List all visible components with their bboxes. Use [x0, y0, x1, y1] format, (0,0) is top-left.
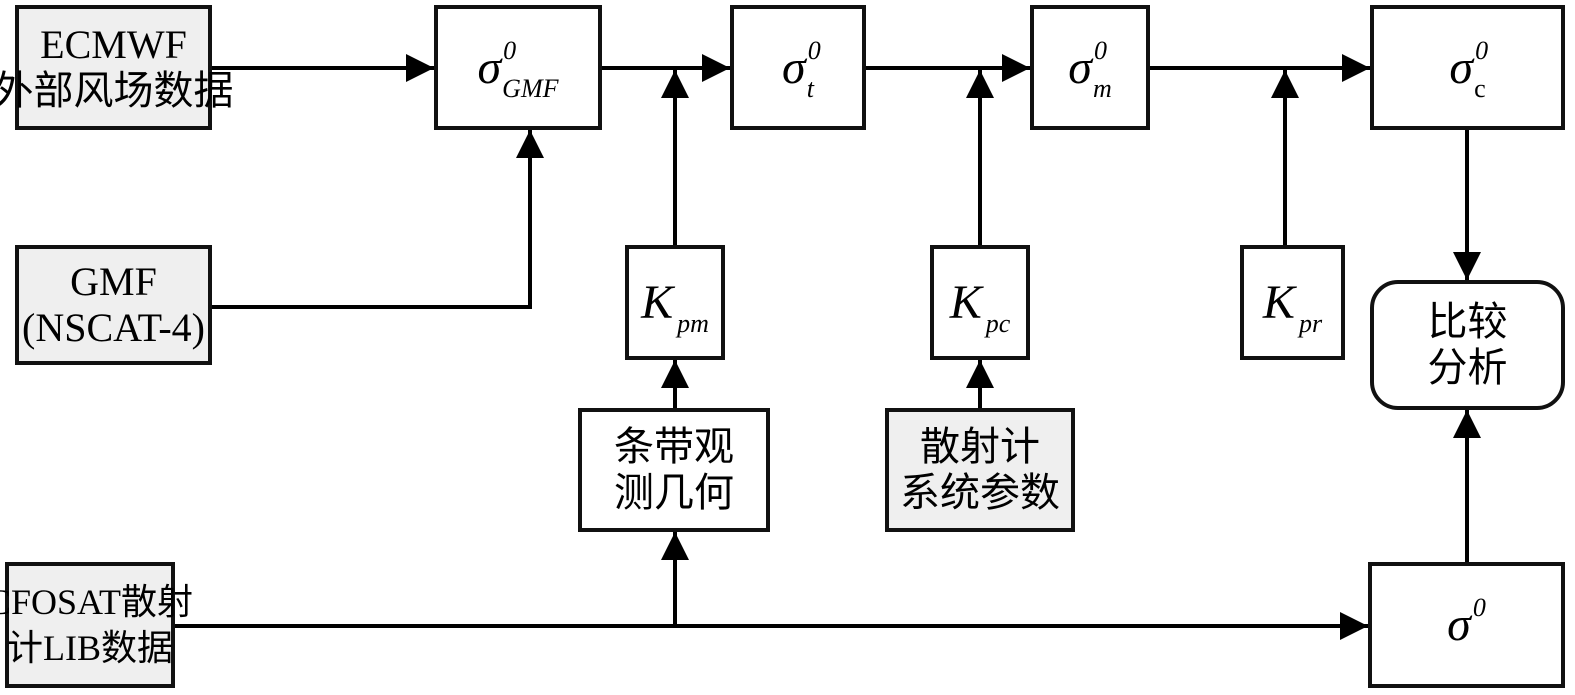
sigma-gmf-symbol: σ: [477, 40, 502, 94]
sigma-gmf-label: σ0GMF: [477, 37, 559, 101]
edge-gmf-to-sigma-gmf: [212, 130, 544, 309]
sigma-m-sup: 0: [1093, 35, 1107, 65]
cfosat-line-1: CFOSAT散射: [0, 582, 194, 622]
sigma-m-box: σ0 m: [1030, 5, 1150, 130]
k-pm-sub: pm: [677, 308, 709, 338]
swath-geometry-box: 条带观 测几何: [578, 408, 770, 532]
gmf-line-1: GMF: [70, 259, 157, 304]
sigma-t-label: σ0 t: [782, 37, 821, 101]
compare-line-1: 比较: [1427, 299, 1508, 344]
sigma-gmf-sub: GMF: [502, 73, 559, 103]
k-pc-symbol: K: [949, 275, 982, 329]
sigma-m-sub: m: [1092, 73, 1112, 103]
k-pc-sub: pc: [985, 308, 1011, 338]
sigma-0-sup: 0: [1472, 593, 1486, 622]
k-pm-symbol: K: [641, 275, 674, 329]
geometry-line-2: 测几何: [614, 470, 734, 515]
sigma-0-label: σ0: [1447, 595, 1486, 651]
sigma-gmf-box: σ0GMF: [434, 5, 602, 130]
params-line-1: 散射计: [920, 424, 1040, 469]
k-pr-sub: pr: [1298, 308, 1323, 338]
sigma-c-sub: c: [1474, 73, 1486, 103]
sigma-t-sup: 0: [807, 35, 821, 65]
ecmwf-line-2: 外部风场数据: [0, 67, 234, 113]
sigma-m-label: σ0 m: [1068, 37, 1111, 101]
sigma-t-symbol: σ: [782, 40, 806, 94]
sigma-gmf-sup: 0: [503, 35, 517, 65]
gmf-line-2: (NSCAT-4): [22, 305, 205, 350]
compare-line-2: 分析: [1427, 345, 1508, 390]
sigma-c-sup: 0: [1475, 35, 1489, 65]
cfosat-line-2: 计LIB数据: [7, 628, 173, 668]
gmf-model-box: GMF (NSCAT-4): [15, 245, 212, 365]
sigma-c-label: σ0 c: [1449, 37, 1488, 101]
sigma-0-symbol: σ: [1447, 598, 1471, 651]
k-pr-symbol: K: [1262, 275, 1295, 329]
sigma-0-box: σ0: [1368, 562, 1565, 688]
ecmwf-wind-data-box: ECMWF 外部风场数据: [0, 5, 234, 130]
cfosat-lib-data-box: CFOSAT散射 计LIB数据: [0, 562, 193, 688]
compare-analysis-box: 比较 分析: [1370, 280, 1565, 410]
sigma-t-sub: t: [806, 73, 814, 103]
sigma-m-symbol: σ: [1068, 40, 1092, 94]
geometry-line-1: 条带观: [614, 424, 734, 469]
sigma-t-box: σ0 t: [730, 5, 866, 130]
ecmwf-line-1: ECMWF: [40, 21, 187, 67]
params-line-2: 系统参数: [900, 470, 1060, 515]
sigma-c-symbol: σ: [1449, 40, 1474, 94]
sigma-c-box: σ0 c: [1370, 5, 1565, 130]
scatterometer-params-box: 散射计 系统参数: [885, 408, 1075, 532]
